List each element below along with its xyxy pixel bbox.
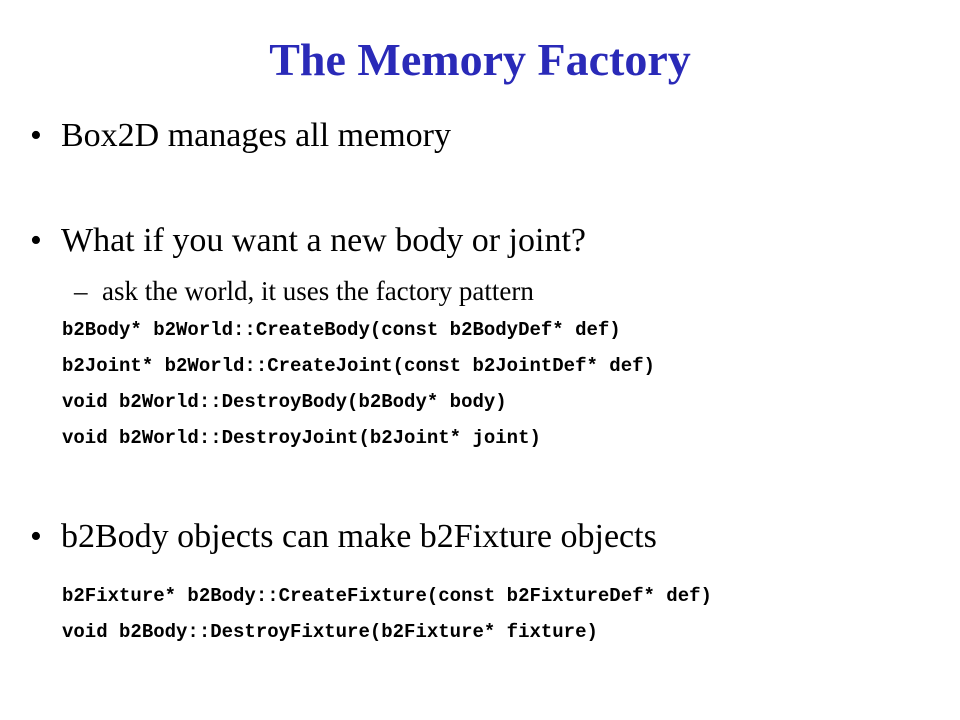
code-line: void b2Body::DestroyFixture(b2Fixture* f… bbox=[62, 621, 598, 643]
code-line: b2Fixture* b2Body::CreateFixture(const b… bbox=[62, 585, 712, 607]
code-line: void b2World::DestroyJoint(b2Joint* join… bbox=[62, 427, 541, 449]
slide-title: The Memory Factory bbox=[269, 34, 691, 85]
bullet-text: b2Body objects can make b2Fixture object… bbox=[61, 518, 657, 555]
sub-bullet-text: ask the world, it uses the factory patte… bbox=[102, 276, 534, 306]
bullet-dot: • bbox=[30, 222, 42, 259]
bullet-item: • What if you want a new body or joint? bbox=[30, 221, 586, 261]
bullet-text: Box2D manages all memory bbox=[61, 117, 451, 154]
bullet-dot: • bbox=[30, 117, 42, 154]
bullet-item: • Box2D manages all memory bbox=[30, 116, 451, 156]
bullet-item: • b2Body objects can make b2Fixture objec… bbox=[30, 517, 657, 557]
bullet-text: What if you want a new body or joint? bbox=[61, 222, 586, 259]
sub-bullet-item: –ask the world, it uses the factory patt… bbox=[74, 275, 534, 307]
code-line: b2Joint* b2World::CreateJoint(const b2Jo… bbox=[62, 355, 655, 377]
dash-mark: – bbox=[74, 276, 88, 306]
bullet-dot: • bbox=[30, 518, 42, 555]
code-line: void b2World::DestroyBody(b2Body* body) bbox=[62, 391, 507, 413]
code-line: b2Body* b2World::CreateBody(const b2Body… bbox=[62, 319, 621, 341]
